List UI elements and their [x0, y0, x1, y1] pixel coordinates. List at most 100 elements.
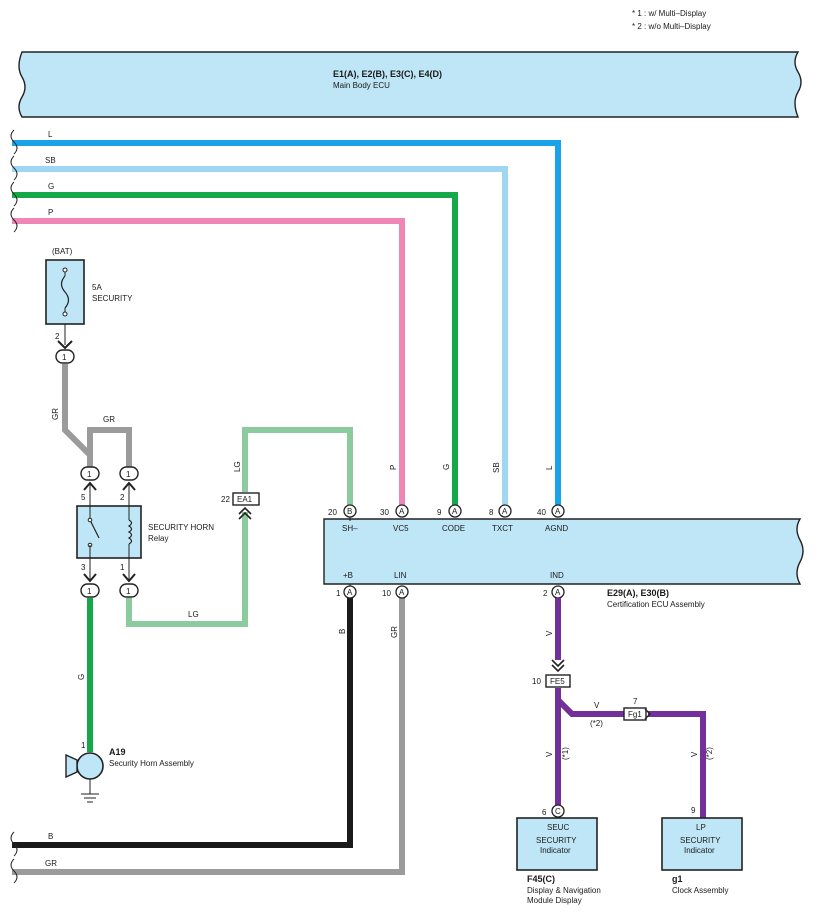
wire-lg-ea1-ecu	[242, 427, 353, 508]
fuse-rating: 5A	[92, 283, 102, 292]
pin-plusb-conn: A	[347, 588, 353, 597]
wire-label-b-bottom: B	[48, 832, 53, 841]
pin-plusb-wire: B	[338, 629, 347, 634]
pin-ind-conn: A	[555, 588, 561, 597]
pin-sh-conn: B	[347, 507, 352, 516]
pin-agnd-term: AGND	[545, 524, 568, 533]
pin-txct-wire: SB	[492, 462, 501, 473]
note-star2-clock: (*2)	[705, 747, 714, 760]
fuse-name: SECURITY	[92, 294, 133, 303]
junction-fg1: Fg1 7	[623, 697, 651, 721]
cert-ecu-bottom-pins: +B A 1 B LIN A 10 GR IND A 2	[336, 571, 565, 638]
wire-label-gr-jumper: GR	[103, 415, 115, 424]
wire-v-fg1-clock	[648, 711, 706, 822]
security-horn: 1 A19 Security Horn Assembly	[65, 741, 194, 803]
junction-fe5: FE5 10	[532, 659, 571, 688]
display-conn: C	[555, 807, 561, 816]
fuse-pin: 2	[55, 332, 60, 341]
pin-agnd: 40 A AGND L	[537, 465, 568, 533]
fg1-pin: 7	[633, 697, 638, 706]
junction-ea1: EA1 22	[221, 492, 260, 520]
pin-vc5-term: VC5	[393, 524, 409, 533]
fe5-pin: 10	[532, 677, 541, 686]
pin-agnd-num: 40	[537, 508, 546, 517]
display-line2: Indicator	[540, 846, 571, 855]
display-pin: 6	[542, 808, 547, 817]
pin-lin-num: 10	[382, 589, 391, 598]
wire-label-gr-bottom: GR	[45, 859, 57, 868]
pin-agnd-wire: L	[545, 465, 554, 470]
ea1-pin: 22	[221, 495, 230, 504]
pin-sh-num: 20	[328, 508, 337, 517]
security-horn-relay: SECURITY HORN Relay	[76, 505, 214, 559]
wire-label-v-display: V	[545, 751, 554, 757]
relay-conn-3: 1	[87, 587, 92, 596]
pin-code-conn: A	[452, 507, 458, 516]
wire-b	[12, 597, 353, 848]
relay-top-connectors: 1 1 5 2	[80, 466, 139, 506]
horn-id: A19	[109, 747, 126, 757]
clock-pin: 9	[691, 806, 696, 815]
wire-label-gr-fuse: GR	[51, 408, 60, 420]
bottom-wire-break-marks	[10, 831, 18, 884]
pin-code-num: 9	[437, 508, 442, 517]
fuse-connector: 1	[55, 340, 75, 364]
relay-bottom-connectors: 3 1 1 1	[80, 558, 139, 598]
wire-v-fe5-fg1	[555, 697, 624, 717]
cert-ecu-name: Certification ECU Assembly	[607, 600, 705, 609]
fe5-label: FE5	[550, 677, 565, 686]
wire-label-sb: SB	[45, 156, 56, 165]
note-2: * 2 : w/o Multi–Display	[632, 22, 711, 31]
display-name-1: Display & Navigation	[527, 886, 601, 895]
pin-plusb-term: +B	[343, 571, 353, 580]
wire-label-lg-top: LG	[233, 461, 242, 472]
pin-txct-conn: A	[502, 507, 508, 516]
clock-id: g1	[672, 874, 683, 884]
wire-label-g-horn: G	[77, 674, 86, 680]
display-id: F45(C)	[527, 874, 555, 884]
pin-plusb: +B A 1 B	[336, 571, 357, 634]
display-module: 6 C SEUC SECURITY Indicator F45(C) Displ…	[516, 804, 601, 905]
pin-lin-conn: A	[399, 588, 405, 597]
clock-line1: SECURITY	[680, 836, 721, 845]
wire-gr	[12, 597, 405, 875]
display-name-2: Module Display	[527, 896, 582, 905]
cert-ecu-top-pins: 20 B SH– 30 A VC5 P 9 A CODE G 8 A TXCT …	[328, 462, 568, 533]
wire-label-v-clock: V	[690, 751, 699, 757]
fg1-label: Fg1	[628, 710, 642, 719]
pin-lin: LIN A 10 GR	[382, 571, 409, 638]
wire-label-v-fg1: V	[594, 701, 600, 710]
certification-ecu: E29(A), E30(B) Certification ECU Assembl…	[323, 518, 804, 609]
pin-agnd-conn: A	[555, 507, 561, 516]
wire-label-l: L	[48, 130, 53, 139]
main-body-ecu: E1(A), E2(B), E3(C), E4(D) Main Body ECU	[18, 51, 802, 118]
relay-name-1: SECURITY HORN	[148, 523, 214, 532]
pin-vc5-wire: P	[389, 465, 398, 470]
relay-pin-1: 1	[120, 563, 125, 572]
bus-wire-p: P	[12, 208, 405, 508]
relay-pin-3: 3	[81, 563, 86, 572]
wire-label-v-ecu: V	[545, 630, 554, 636]
security-fuse: (BAT) 5A SECURITY 2	[45, 247, 133, 345]
main-body-ecu-name: Main Body ECU	[333, 81, 390, 90]
pin-code: 9 A CODE G	[437, 464, 465, 533]
pin-ind-term: IND	[550, 571, 564, 580]
clock-name: Clock Assembly	[672, 886, 728, 895]
relay-pin-2: 2	[120, 493, 125, 502]
note-star2-fg1: (*2)	[590, 719, 603, 728]
pin-ind-num: 2	[543, 589, 548, 598]
wire-break-marks	[10, 129, 18, 233]
relay-pin-5: 5	[81, 493, 86, 502]
wire-gr-relay-jumper	[87, 427, 132, 468]
pin-txct: 8 A TXCT SB	[489, 462, 513, 533]
bus-wire-g: G	[12, 182, 458, 508]
note-star1: (*1)	[561, 747, 570, 760]
display-line1: SECURITY	[536, 836, 577, 845]
wire-label-lg-bottom: LG	[188, 610, 199, 619]
pin-txct-num: 8	[489, 508, 494, 517]
relay-name-2: Relay	[148, 534, 168, 543]
fuse-conn-num: 1	[62, 353, 67, 362]
pin-txct-term: TXCT	[492, 524, 513, 533]
pin-code-term: CODE	[442, 524, 465, 533]
pin-lin-term: LIN	[394, 571, 407, 580]
